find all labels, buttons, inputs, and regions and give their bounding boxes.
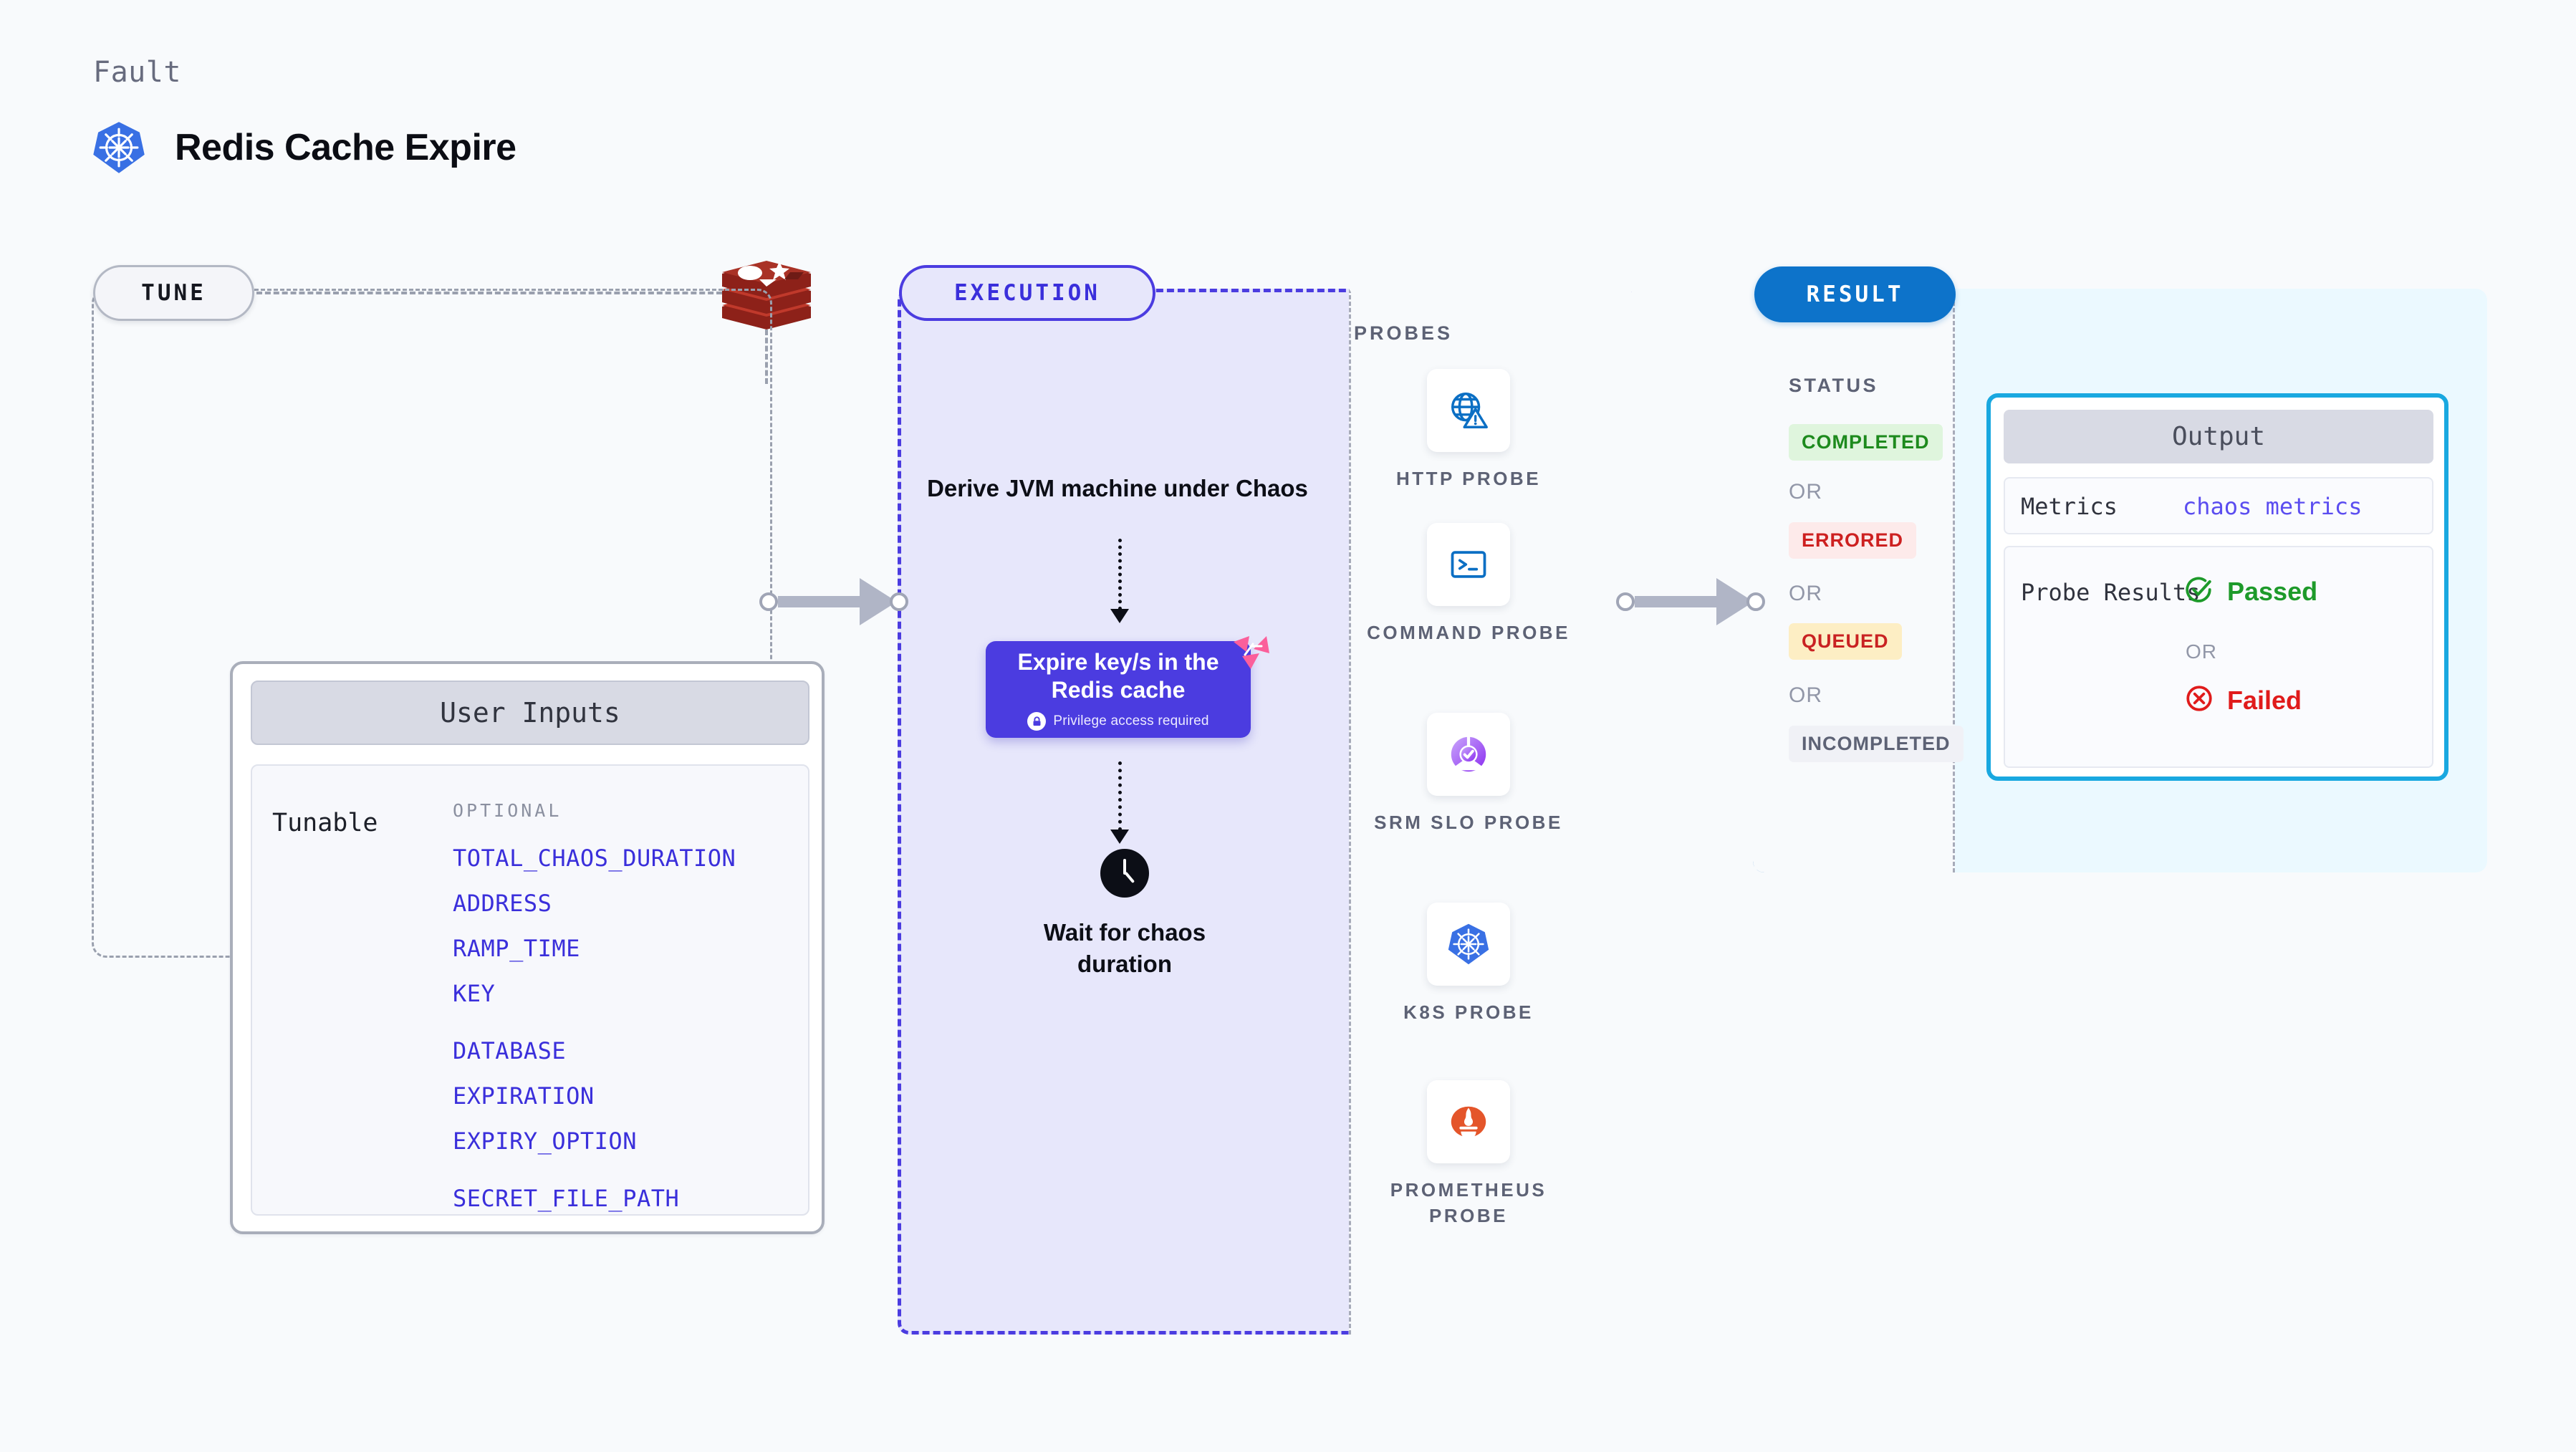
connector-dot: [759, 592, 778, 611]
globe-warning-icon: [1427, 369, 1510, 452]
user-inputs-header: User Inputs: [251, 681, 809, 745]
execution-action-card[interactable]: Expire key/s in the Redis cache Privileg…: [986, 641, 1251, 738]
tunable-item[interactable]: TOTAL_CHAOS_DURATION: [453, 845, 736, 872]
connector-dot: [890, 592, 908, 611]
tunable-item[interactable]: EXPIRY_OPTION: [453, 1128, 637, 1155]
tunable-box: Tunable OPTIONAL TOTAL_CHAOS_DURATION AD…: [251, 764, 809, 1216]
status-title: STATUS: [1789, 375, 1878, 396]
tune-panel: User Inputs Tunable OPTIONAL TOTAL_CHAOS…: [92, 289, 825, 1234]
tunable-list: TOTAL_CHAOS_DURATION ADDRESS RAMP_TIME K…: [453, 845, 736, 1230]
tunable-item[interactable]: KEY: [453, 980, 496, 1007]
tune-pill[interactable]: TUNE: [93, 265, 254, 321]
tunable-item[interactable]: SECRET_FILE_PATH: [453, 1185, 680, 1212]
page-title-row: Redis Cache Expire: [92, 120, 516, 175]
or-label: OR: [1789, 480, 1822, 504]
tunable-item[interactable]: EXPIRATION: [453, 1082, 595, 1110]
status-badge-incompleted: INCOMPLETED: [1789, 726, 1964, 762]
tunable-item[interactable]: ADDRESS: [453, 890, 552, 917]
connector-dot: [1746, 592, 1765, 611]
execution-step-derive: Derive JVM machine under Chaos: [927, 475, 1308, 501]
connector-line: [1635, 596, 1718, 607]
tunable-label: Tunable: [272, 809, 378, 837]
chaos-badge-icon: [1229, 630, 1271, 672]
probe-label: K8S PROBE: [1403, 1001, 1534, 1023]
srm-slo-icon: [1427, 713, 1510, 796]
result-pill[interactable]: RESULT: [1754, 266, 1956, 322]
status-badge-completed: COMPLETED: [1789, 424, 1943, 461]
optional-label: OPTIONAL: [453, 800, 562, 821]
probe-result-passed: Passed: [2184, 574, 2317, 608]
tune-redis-connector: [256, 292, 722, 294]
result-status-column: [1753, 289, 1955, 872]
user-inputs-card: User Inputs Tunable OPTIONAL TOTAL_CHAOS…: [230, 661, 825, 1234]
connector-line: [778, 596, 861, 607]
arrowhead-down: [1110, 830, 1129, 844]
prometheus-icon: [1427, 1080, 1510, 1163]
probe-label: SRM SLO PROBE: [1374, 812, 1563, 833]
probe-results-label: Probe Results: [2021, 579, 2201, 606]
arrowhead-down: [1110, 609, 1129, 623]
privilege-badge-label: Privilege access required: [1053, 713, 1209, 729]
connector-tune-to-execution: [759, 578, 908, 625]
status-badge-errored: ERRORED: [1789, 522, 1917, 559]
failed-label: Failed: [2227, 685, 2302, 715]
probe-item-command[interactable]: COMMAND PROBE: [1354, 523, 1583, 646]
page-title: Redis Cache Expire: [175, 127, 516, 168]
dotted-line: [1118, 539, 1122, 610]
probe-item-srm-slo[interactable]: SRM SLO PROBE: [1354, 713, 1583, 836]
dotted-line: [1118, 761, 1122, 831]
output-card: Output Metrics chaos metrics Probe Resul…: [1986, 393, 2448, 781]
kubernetes-icon: [92, 120, 146, 175]
check-circle-icon: [2184, 574, 2214, 608]
tunable-item[interactable]: DATABASE: [453, 1037, 567, 1064]
probe-label: HTTP PROBE: [1395, 468, 1542, 489]
metrics-row: Metrics chaos metrics: [2004, 477, 2433, 534]
x-circle-icon: [2184, 683, 2214, 717]
probe-item-prometheus[interactable]: PROMETHEUS PROBE: [1354, 1080, 1583, 1229]
kubernetes-icon: [1427, 903, 1510, 986]
probes-title: PROBES: [1354, 322, 1453, 344]
or-label: OR: [2186, 640, 2217, 663]
or-label: OR: [1789, 683, 1822, 707]
or-label: OR: [1789, 582, 1822, 605]
metrics-value[interactable]: chaos metrics: [2183, 493, 2363, 520]
connector-dot: [1616, 592, 1635, 611]
tunable-item[interactable]: RAMP_TIME: [453, 935, 580, 962]
probe-results-row: Probe Results Passed OR Failed: [2004, 546, 2433, 768]
status-badge-queued: QUEUED: [1789, 623, 1902, 660]
output-card-title: Output: [2004, 410, 2433, 463]
probe-result-failed: Failed: [2184, 683, 2302, 717]
lock-icon: [1027, 712, 1047, 731]
action-card-title: Expire key/s in the Redis cache: [1017, 648, 1219, 703]
privilege-badge: Privilege access required: [1027, 712, 1208, 731]
connector-execution-to-result: [1616, 578, 1765, 625]
probe-label: COMMAND PROBE: [1367, 622, 1570, 643]
metrics-label: Metrics: [2021, 493, 2118, 520]
passed-label: Passed: [2227, 576, 2318, 606]
probe-item-k8s[interactable]: K8S PROBE: [1354, 903, 1583, 1026]
page-eyebrow: Fault: [93, 56, 181, 89]
execution-step-wait: Wait for chaos duration: [1043, 919, 1206, 977]
terminal-icon: [1427, 523, 1510, 606]
execution-pill[interactable]: EXECUTION: [899, 265, 1155, 321]
clock-icon: [1100, 849, 1149, 898]
probe-item-http[interactable]: HTTP PROBE: [1354, 369, 1583, 492]
redis-stem-connector: [765, 330, 768, 384]
probe-label: PROMETHEUS PROBE: [1390, 1179, 1547, 1226]
